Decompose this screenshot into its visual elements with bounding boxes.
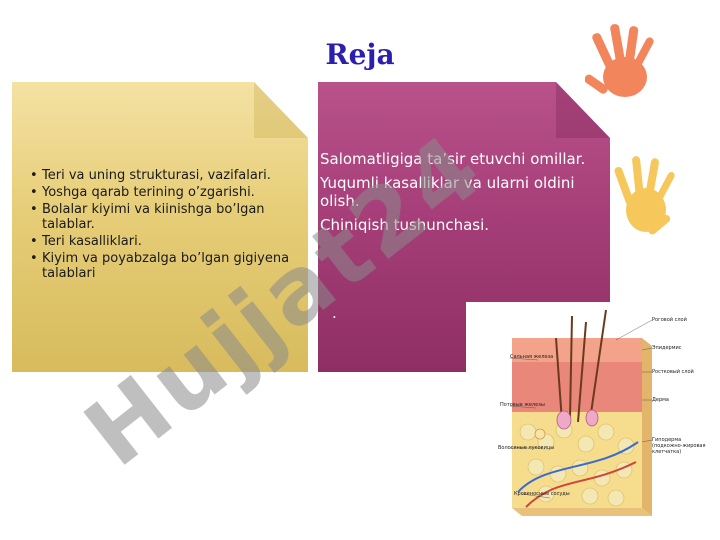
skin-label: Кровеносные сосуды [514,491,570,497]
agenda-item: Kiyim va poyabzalga bo’lgan gigiyena tal… [30,251,300,281]
skin-label: Волосяные луковицы [498,445,555,451]
right-agenda-panel: Salomatligiga ta’sir etuvchi omillar. Yu… [318,82,610,372]
orange-hand-icon [585,24,654,97]
skin-diagram: Роговой слой Сальная железа Эпидермис Ро… [466,302,716,522]
agenda-item: Yuqumli kasalliklar va ularni oldini oli… [320,174,575,210]
agenda-item: Teri va uning strukturasi, vazifalari. [30,168,300,183]
skin-label: Потовые железы [500,402,545,408]
skin-label: Роговой слой [652,317,687,323]
skin-label: Сальная железа [510,354,554,360]
agenda-item: Bolalar kiyimi va kiinishga bo’lgan tala… [30,202,300,232]
agenda-item: Salomatligiga ta’sir etuvchi omillar. [320,150,586,168]
slide-title: Reja [325,38,395,71]
agenda-item: Yoshga qarab terining o’zgarishi. [30,185,300,200]
agenda-item: Teri kasalliklari. [30,234,300,249]
skin-label: Гиподерма (подкожно-жировая клетчатка) [652,437,706,455]
left-agenda-list: Teri va uning strukturasi, vazifalari. Y… [30,168,300,283]
skin-label: Ростковый слой [652,369,694,375]
yellow-hand-icon [614,156,675,235]
stray-dot: . [332,304,337,322]
left-agenda-panel: Teri va uning strukturasi, vazifalari. Y… [12,82,308,372]
agenda-item: Chiniqish tushunchasi. [320,216,490,234]
skin-illustration [509,309,653,516]
skin-label: Эпидермис [652,345,682,351]
right-panel-shape [318,82,610,372]
right-agenda-list: Salomatligiga ta’sir etuvchi omillar. Yu… [320,150,600,240]
skin-label: Дерма [652,397,669,403]
